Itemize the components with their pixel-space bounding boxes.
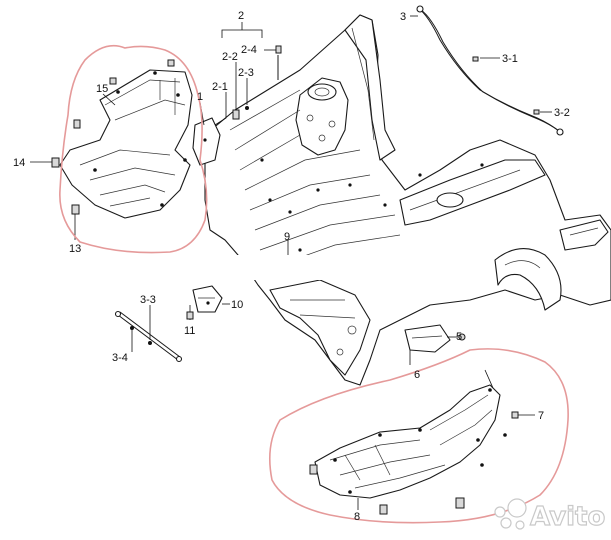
part-15-splash-shield xyxy=(30,59,193,240)
blank-band xyxy=(160,255,445,280)
callout-9: 9 xyxy=(284,231,290,243)
callout-13: 13 xyxy=(69,243,81,255)
callout-14: 14 xyxy=(13,157,25,169)
callout-labels: 1 2 2-1 2-2 2-3 2-4 3 3-1 3-2 3-3 3-4 5 … xyxy=(13,10,570,523)
part-3-3-stay xyxy=(114,305,183,363)
callout-6: 6 xyxy=(414,369,420,381)
callout-3-2: 3-2 xyxy=(554,107,570,119)
highlight-outline-left xyxy=(59,44,208,254)
callout-2-2: 2-2 xyxy=(222,51,238,63)
callout-2-4: 2-4 xyxy=(241,44,257,56)
callout-3-1: 3-1 xyxy=(502,53,518,65)
part-2-fasteners xyxy=(214,22,282,126)
callout-1: 1 xyxy=(197,91,203,103)
callout-10: 10 xyxy=(231,299,243,311)
callout-3-4: 3-4 xyxy=(112,352,128,364)
part-5-6-brackets xyxy=(404,324,466,365)
part-7-leader xyxy=(484,369,494,389)
callout-15: 15 xyxy=(96,83,108,95)
part-3-rod xyxy=(410,5,564,136)
part-8-under-shield xyxy=(309,384,535,515)
avito-dots-icon xyxy=(494,498,527,530)
highlight-outline-bottom xyxy=(269,348,569,524)
callout-8: 8 xyxy=(354,511,360,523)
callout-5: 5 xyxy=(456,331,462,343)
part-10-bracket xyxy=(186,285,230,320)
part-1-bracket xyxy=(192,101,221,166)
callout-3-3: 3-3 xyxy=(140,294,156,306)
callout-11: 11 xyxy=(184,325,195,337)
callout-2-1: 2-1 xyxy=(212,81,228,93)
callout-7: 7 xyxy=(538,410,544,422)
callout-3: 3 xyxy=(400,11,406,23)
avito-watermark: Avito xyxy=(494,498,606,533)
avito-watermark-text: Avito xyxy=(530,502,605,532)
callout-2: 2 xyxy=(238,10,244,22)
callout-2-3: 2-3 xyxy=(238,67,254,79)
